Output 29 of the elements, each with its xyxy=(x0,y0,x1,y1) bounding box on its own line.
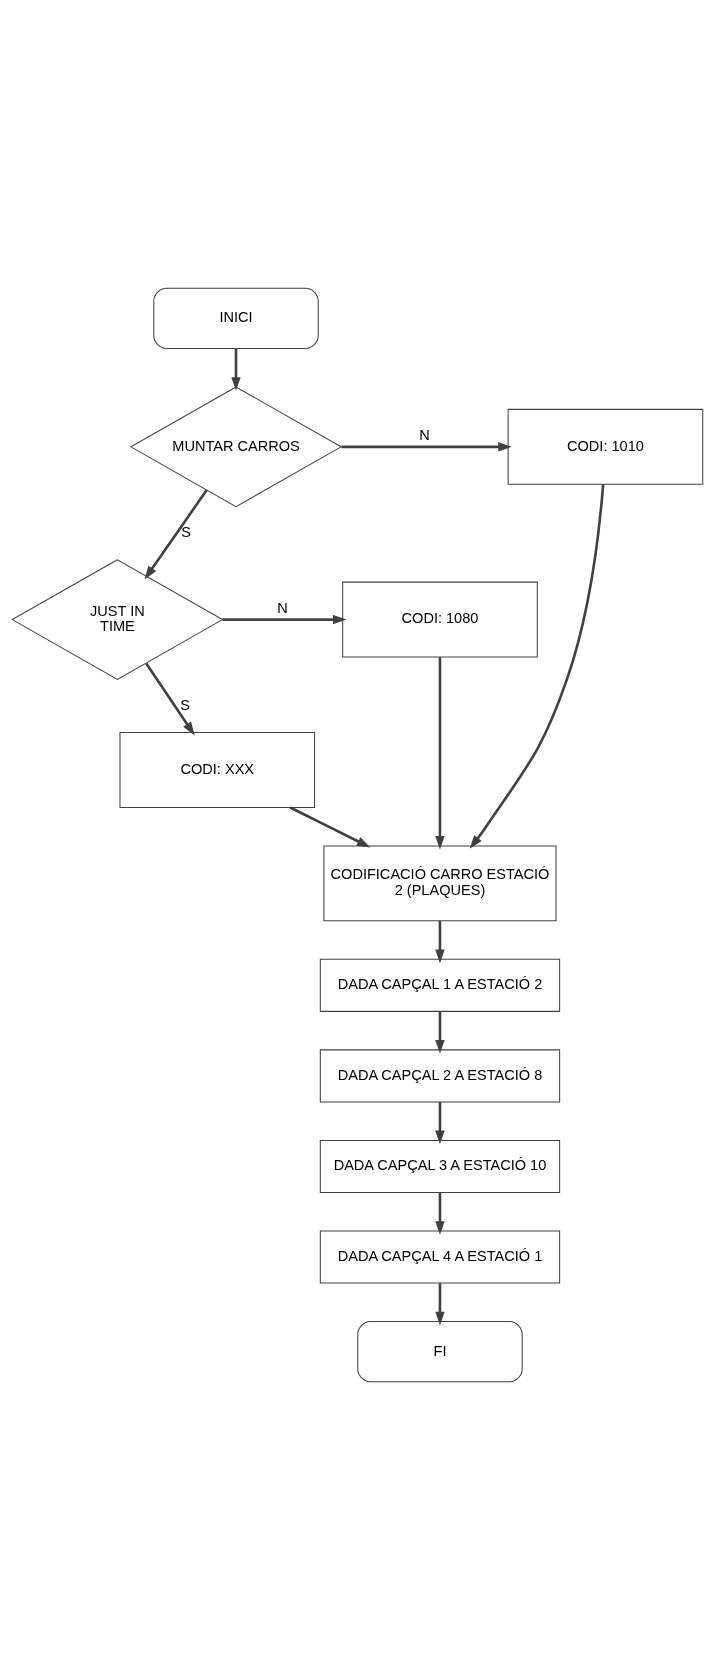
node-box: CODI: 1010 xyxy=(507,408,704,485)
arrow xyxy=(435,921,445,964)
node-box: DADA CAPÇAL 1 A ESTACIÓ 2 xyxy=(319,958,561,1012)
node-box: DADA CAPÇAL 4 A ESTACIÓ 1 xyxy=(319,1230,561,1284)
arrow xyxy=(435,1102,445,1145)
arrow xyxy=(222,614,347,625)
arrow xyxy=(435,1283,445,1326)
arrow xyxy=(341,442,512,452)
edge-label: S xyxy=(181,524,191,541)
node-box: DADA CAPÇAL 3 A ESTACIÓ 10 xyxy=(319,1139,561,1193)
arrow xyxy=(145,662,195,736)
node-box: FI xyxy=(357,1320,523,1383)
node-box: INICI xyxy=(153,287,319,350)
arrow xyxy=(469,484,605,849)
arrow xyxy=(435,657,445,850)
node-box: DADA CAPÇAL 2 A ESTACIÓ 8 xyxy=(319,1049,561,1103)
node-box: CODI: XXX xyxy=(119,732,316,808)
node-diamond: MUNTAR CARROS xyxy=(129,386,343,508)
arrow xyxy=(144,489,208,580)
edge-label: S xyxy=(180,696,190,713)
arrow xyxy=(435,1192,445,1235)
node-box: CODI: 1080 xyxy=(342,581,538,658)
arrow xyxy=(435,1011,445,1054)
arrow xyxy=(231,348,241,391)
node-diamond: JUST IN TIME xyxy=(11,559,224,681)
edge-label: N xyxy=(419,426,430,443)
arrow xyxy=(289,806,371,848)
node-box: CODIFICACIÓ CARRO ESTACIÓ 2 (PLAQUES) xyxy=(323,845,557,922)
edge-label: N xyxy=(277,599,288,616)
